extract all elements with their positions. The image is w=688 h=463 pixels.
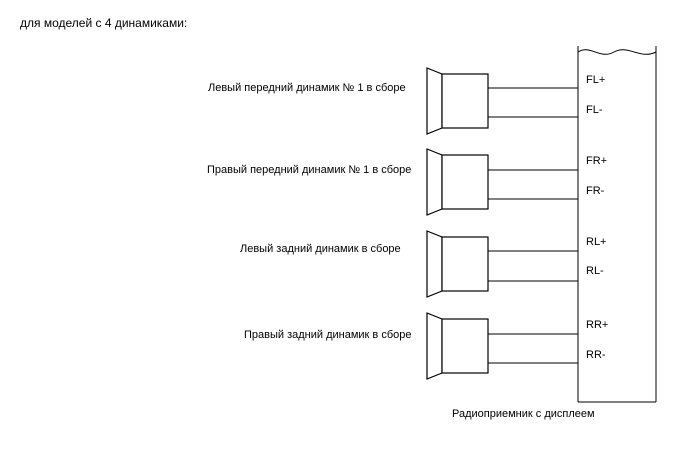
head-unit-box <box>577 46 657 403</box>
terminal-label-rr-plus: RR+ <box>586 319 609 331</box>
speaker-label-fr: Правый передний динамик № 1 в сборе <box>207 164 412 176</box>
terminal-label-rl-minus: RL- <box>586 265 604 277</box>
speaker-label-rl: Левый задний динамик в сборе <box>240 243 401 255</box>
speaker-label-fl: Левый передний динамик № 1 в сборе <box>208 82 406 94</box>
speaker-symbol-fl <box>426 67 489 135</box>
diagram-caption: для моделей с 4 динамиками: <box>20 16 188 30</box>
terminal-label-fl-minus: FL- <box>586 104 603 116</box>
speaker-label-rr: Правый задний динамик в сборе <box>244 329 412 341</box>
head-unit-label: Радиоприемник с дисплеем <box>452 408 595 420</box>
terminal-label-fl-plus: FL+ <box>586 74 606 86</box>
terminal-label-rr-minus: RR- <box>586 349 606 361</box>
terminal-label-rl-plus: RL+ <box>586 236 607 248</box>
speaker-symbol-rr <box>426 312 489 380</box>
terminal-label-fr-minus: FR- <box>586 185 605 197</box>
terminal-label-fr-plus: FR+ <box>586 155 608 167</box>
speaker-symbol-rl <box>426 230 489 298</box>
speaker-symbol-fr <box>426 148 489 216</box>
